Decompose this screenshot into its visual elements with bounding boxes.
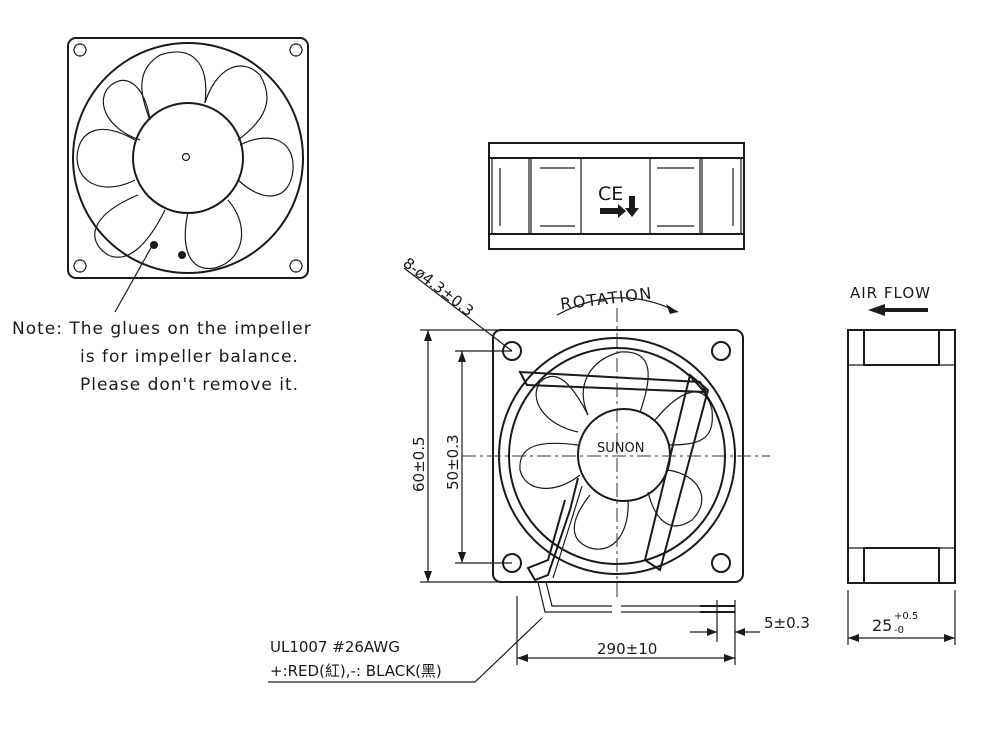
- hole-dimension: 8-ø4.3±0.3: [400, 254, 478, 320]
- wire-spec-leader: [268, 617, 543, 683]
- rotation-direction-arrow-icon: [625, 196, 639, 217]
- lead-strip-dimension: 5±0.3: [764, 614, 810, 632]
- thickness-lower-tolerance: -0: [894, 625, 904, 636]
- note-line-1: Note: The glues on the impeller: [12, 319, 312, 339]
- air-flow-arrow-icon: [868, 304, 928, 316]
- note-line-2: is for impeller balance.: [80, 347, 299, 367]
- side-view: [847, 329, 956, 584]
- ce-mark: CE: [598, 183, 623, 205]
- rear-view: [67, 37, 309, 313]
- note-line-3: Please don't remove it.: [80, 375, 299, 395]
- hub-brand-label: SUNON: [597, 441, 644, 456]
- lead-length-dimension: 290±10: [597, 640, 657, 658]
- outer-height-dimension: 60±0.5: [410, 436, 428, 492]
- hole-pitch-dimension: 50±0.3: [444, 434, 462, 490]
- side-label-view: [488, 142, 745, 250]
- thickness-dimension: 25: [872, 616, 892, 635]
- lead-wire: [537, 581, 612, 613]
- wire-polarity: +:RED(紅),-: BLACK(黑): [270, 662, 442, 680]
- glue-dot: [178, 251, 186, 259]
- lead-wire: [545, 581, 612, 607]
- rotation-arc: [556, 297, 679, 316]
- rotation-arrowhead-icon: [666, 304, 678, 314]
- rotation-label: ROTATION: [559, 283, 654, 313]
- thickness-upper-tolerance: +0.5: [894, 611, 918, 622]
- flow-direction-arrow-icon: [600, 204, 626, 218]
- wire-spec: UL1007 #26AWG: [270, 638, 400, 656]
- air-flow-label: AIR FLOW: [850, 284, 931, 302]
